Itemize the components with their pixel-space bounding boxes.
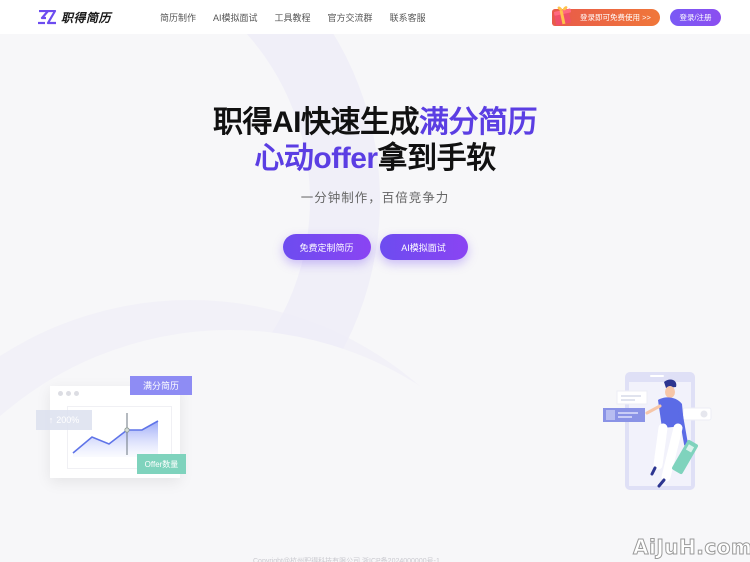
logo[interactable]: 职得简历 [37,9,111,26]
headline-text: 职得AI快速生成 [213,106,420,139]
growth-tag: ↑ 200% [36,410,92,430]
top-navbar: 职得简历 简历制作 AI模拟面试 工具教程 官方交流群 联系客服 登录即可免费使… [0,0,750,34]
headline-text: 拿到手软 [377,142,497,175]
arrow-up-icon: ↑ [48,415,54,425]
hero-headline-line1: 职得AI快速生成满分简历 [0,105,750,141]
nav-tool-tutorials[interactable]: 工具教程 [274,12,311,23]
footer-copyright: Copyright@杭州职得科技有限公司 浙ICP备2024000000号-1 [253,558,440,562]
nav-resume-builder[interactable]: 简历制作 [160,12,197,23]
hero-section: 职得AI快速生成满分简历 心动offer拿到手软 一分钟制作，百倍竞争力 [0,105,750,206]
gift-icon [553,6,572,26]
free-trial-banner[interactable]: 登录即可免费使用 >> [552,9,660,26]
nav-ai-interview[interactable]: AI模拟面试 [213,12,258,23]
headline-accent: 满分简历 [419,106,538,139]
perfect-resume-tag: 满分简历 [130,376,192,395]
ai-mock-interview-button[interactable]: AI模拟面试 [379,234,468,260]
login-register-button[interactable]: 登录/注册 [670,9,721,26]
growth-value: 200% [56,415,80,425]
nav-contact-support[interactable]: 联系客服 [389,12,426,23]
window-dots [58,391,79,396]
person-phone-illustration [600,370,715,495]
person-with-phone-graphic [603,372,712,490]
main-nav: 简历制作 AI模拟面试 工具教程 官方交流群 联系客服 [160,0,426,34]
resume-chart-illustration: 满分简历 ↑ 200% Offer数量 [36,374,196,484]
logo-icon [38,10,57,25]
hero-headline-line2: 心动offer拿到手软 [0,141,750,177]
free-custom-resume-button[interactable]: 免费定制简历 [282,234,371,260]
hero-subtitle: 一分钟制作，百倍竞争力 [300,191,450,205]
offer-count-tag: Offer数量 [137,454,186,474]
nav-official-group[interactable]: 官方交流群 [327,12,373,23]
headline-accent: 心动offer [254,142,378,175]
logo-text: 职得简历 [61,11,112,25]
cta-group: 免费定制简历 AI模拟面试 [0,234,750,260]
watermark: AiJuH.com [632,535,750,560]
